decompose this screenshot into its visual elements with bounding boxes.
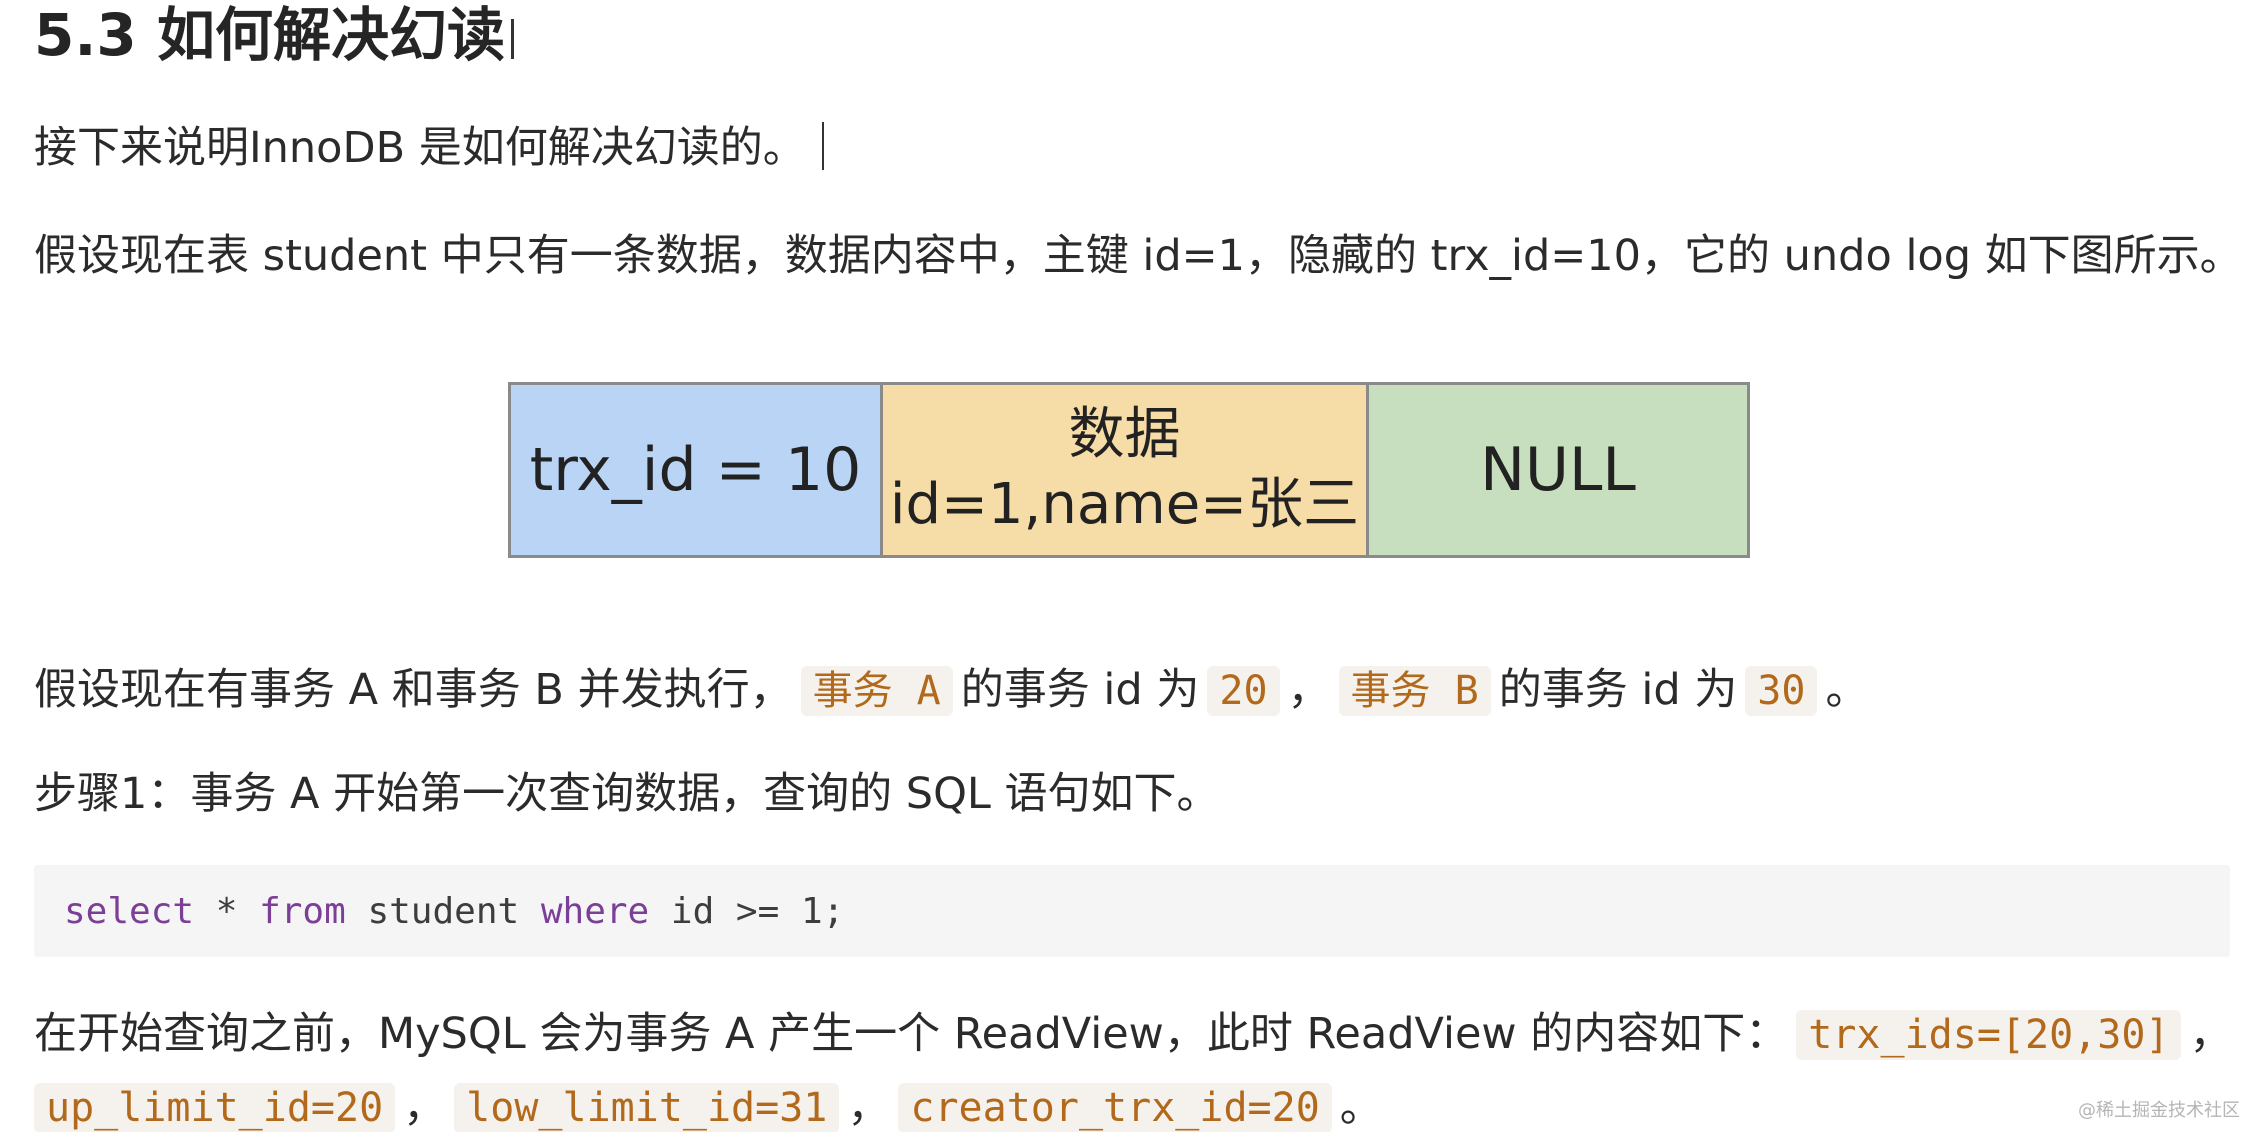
sql-keyword-where: where xyxy=(540,890,650,932)
sql-code-block[interactable]: select * from student where id >= 1; xyxy=(34,865,2230,957)
data-cell: 数据 id=1,name=张三 xyxy=(883,385,1369,555)
sql-keyword-select: select xyxy=(64,890,195,932)
text-cursor-icon xyxy=(510,19,514,59)
trx-id-cell: trx_id = 10 xyxy=(511,385,883,555)
trx-id-label: trx_id = 10 xyxy=(529,435,862,505)
concurrency-sep: ， xyxy=(1287,665,1331,715)
readview-comma-1: ， xyxy=(2189,1009,2233,1059)
concurrency-prefix: 假设现在有事务 A 和事务 B 并发执行， xyxy=(34,665,793,715)
setup-paragraph: 假设现在表 student 中只有一条数据，数据内容中，主键 id=1，隐藏的 … xyxy=(34,231,2243,281)
inline-code-txn-b: 事务 B xyxy=(1338,666,1491,716)
undo-log-diagram: trx_id = 10 数据 id=1,name=张三 NULL xyxy=(508,382,1750,558)
inline-code-trx-ids: trx_ids=[20,30] xyxy=(1796,1010,2182,1060)
readview-prefix: 在开始查询之前，MySQL 会为事务 A 产生一个 ReadView，此时 Re… xyxy=(34,1009,1789,1059)
sql-keyword-from: from xyxy=(259,890,346,932)
intro-paragraph: 接下来说明InnoDB 是如何解决幻读的。 xyxy=(34,118,824,178)
concurrency-mid-b: 的事务 id 为 xyxy=(1498,665,1738,715)
concurrency-end: 。 xyxy=(1825,665,1869,715)
intro-text: 接下来说明InnoDB 是如何解决幻读的。 xyxy=(34,123,806,173)
inline-code-creator: creator_trx_id=20 xyxy=(898,1083,1332,1132)
data-cell-value: id=1,name=张三 xyxy=(889,472,1360,537)
step1-paragraph: 步骤1：事务 A 开始第一次查询数据，查询的 SQL 语句如下。 xyxy=(34,769,1220,819)
readview-end: 。 xyxy=(1339,1082,1383,1132)
inline-code-id-a: 20 xyxy=(1207,666,1280,716)
data-cell-title: 数据 xyxy=(1068,402,1181,467)
watermark: @稀土掘金技术社区 xyxy=(2078,1100,2240,1121)
inline-code-low-limit: low_limit_id=31 xyxy=(454,1083,840,1132)
readview-comma-2: ， xyxy=(403,1082,447,1132)
inline-code-txn-a: 事务 A xyxy=(800,666,953,716)
roll-pointer-label: NULL xyxy=(1480,435,1636,505)
inline-code-up-limit: up_limit_id=20 xyxy=(34,1083,396,1132)
text-caret xyxy=(821,122,824,170)
inline-code-id-b: 30 xyxy=(1745,666,1818,716)
readview-paragraph: 在开始查询之前，MySQL 会为事务 A 产生一个 ReadView，此时 Re… xyxy=(34,998,2232,1132)
section-heading: 5.3 如何解决幻读 xyxy=(34,2,514,68)
sql-condition: id >= 1; xyxy=(649,890,845,932)
roll-pointer-cell: NULL xyxy=(1369,385,1747,555)
concurrency-mid-a: 的事务 id 为 xyxy=(960,665,1200,715)
sql-table: student xyxy=(345,890,541,932)
sql-star: * xyxy=(194,890,260,932)
section-heading-text: 5.3 如何解决幻读 xyxy=(34,1,505,69)
readview-comma-3: ， xyxy=(847,1082,891,1132)
